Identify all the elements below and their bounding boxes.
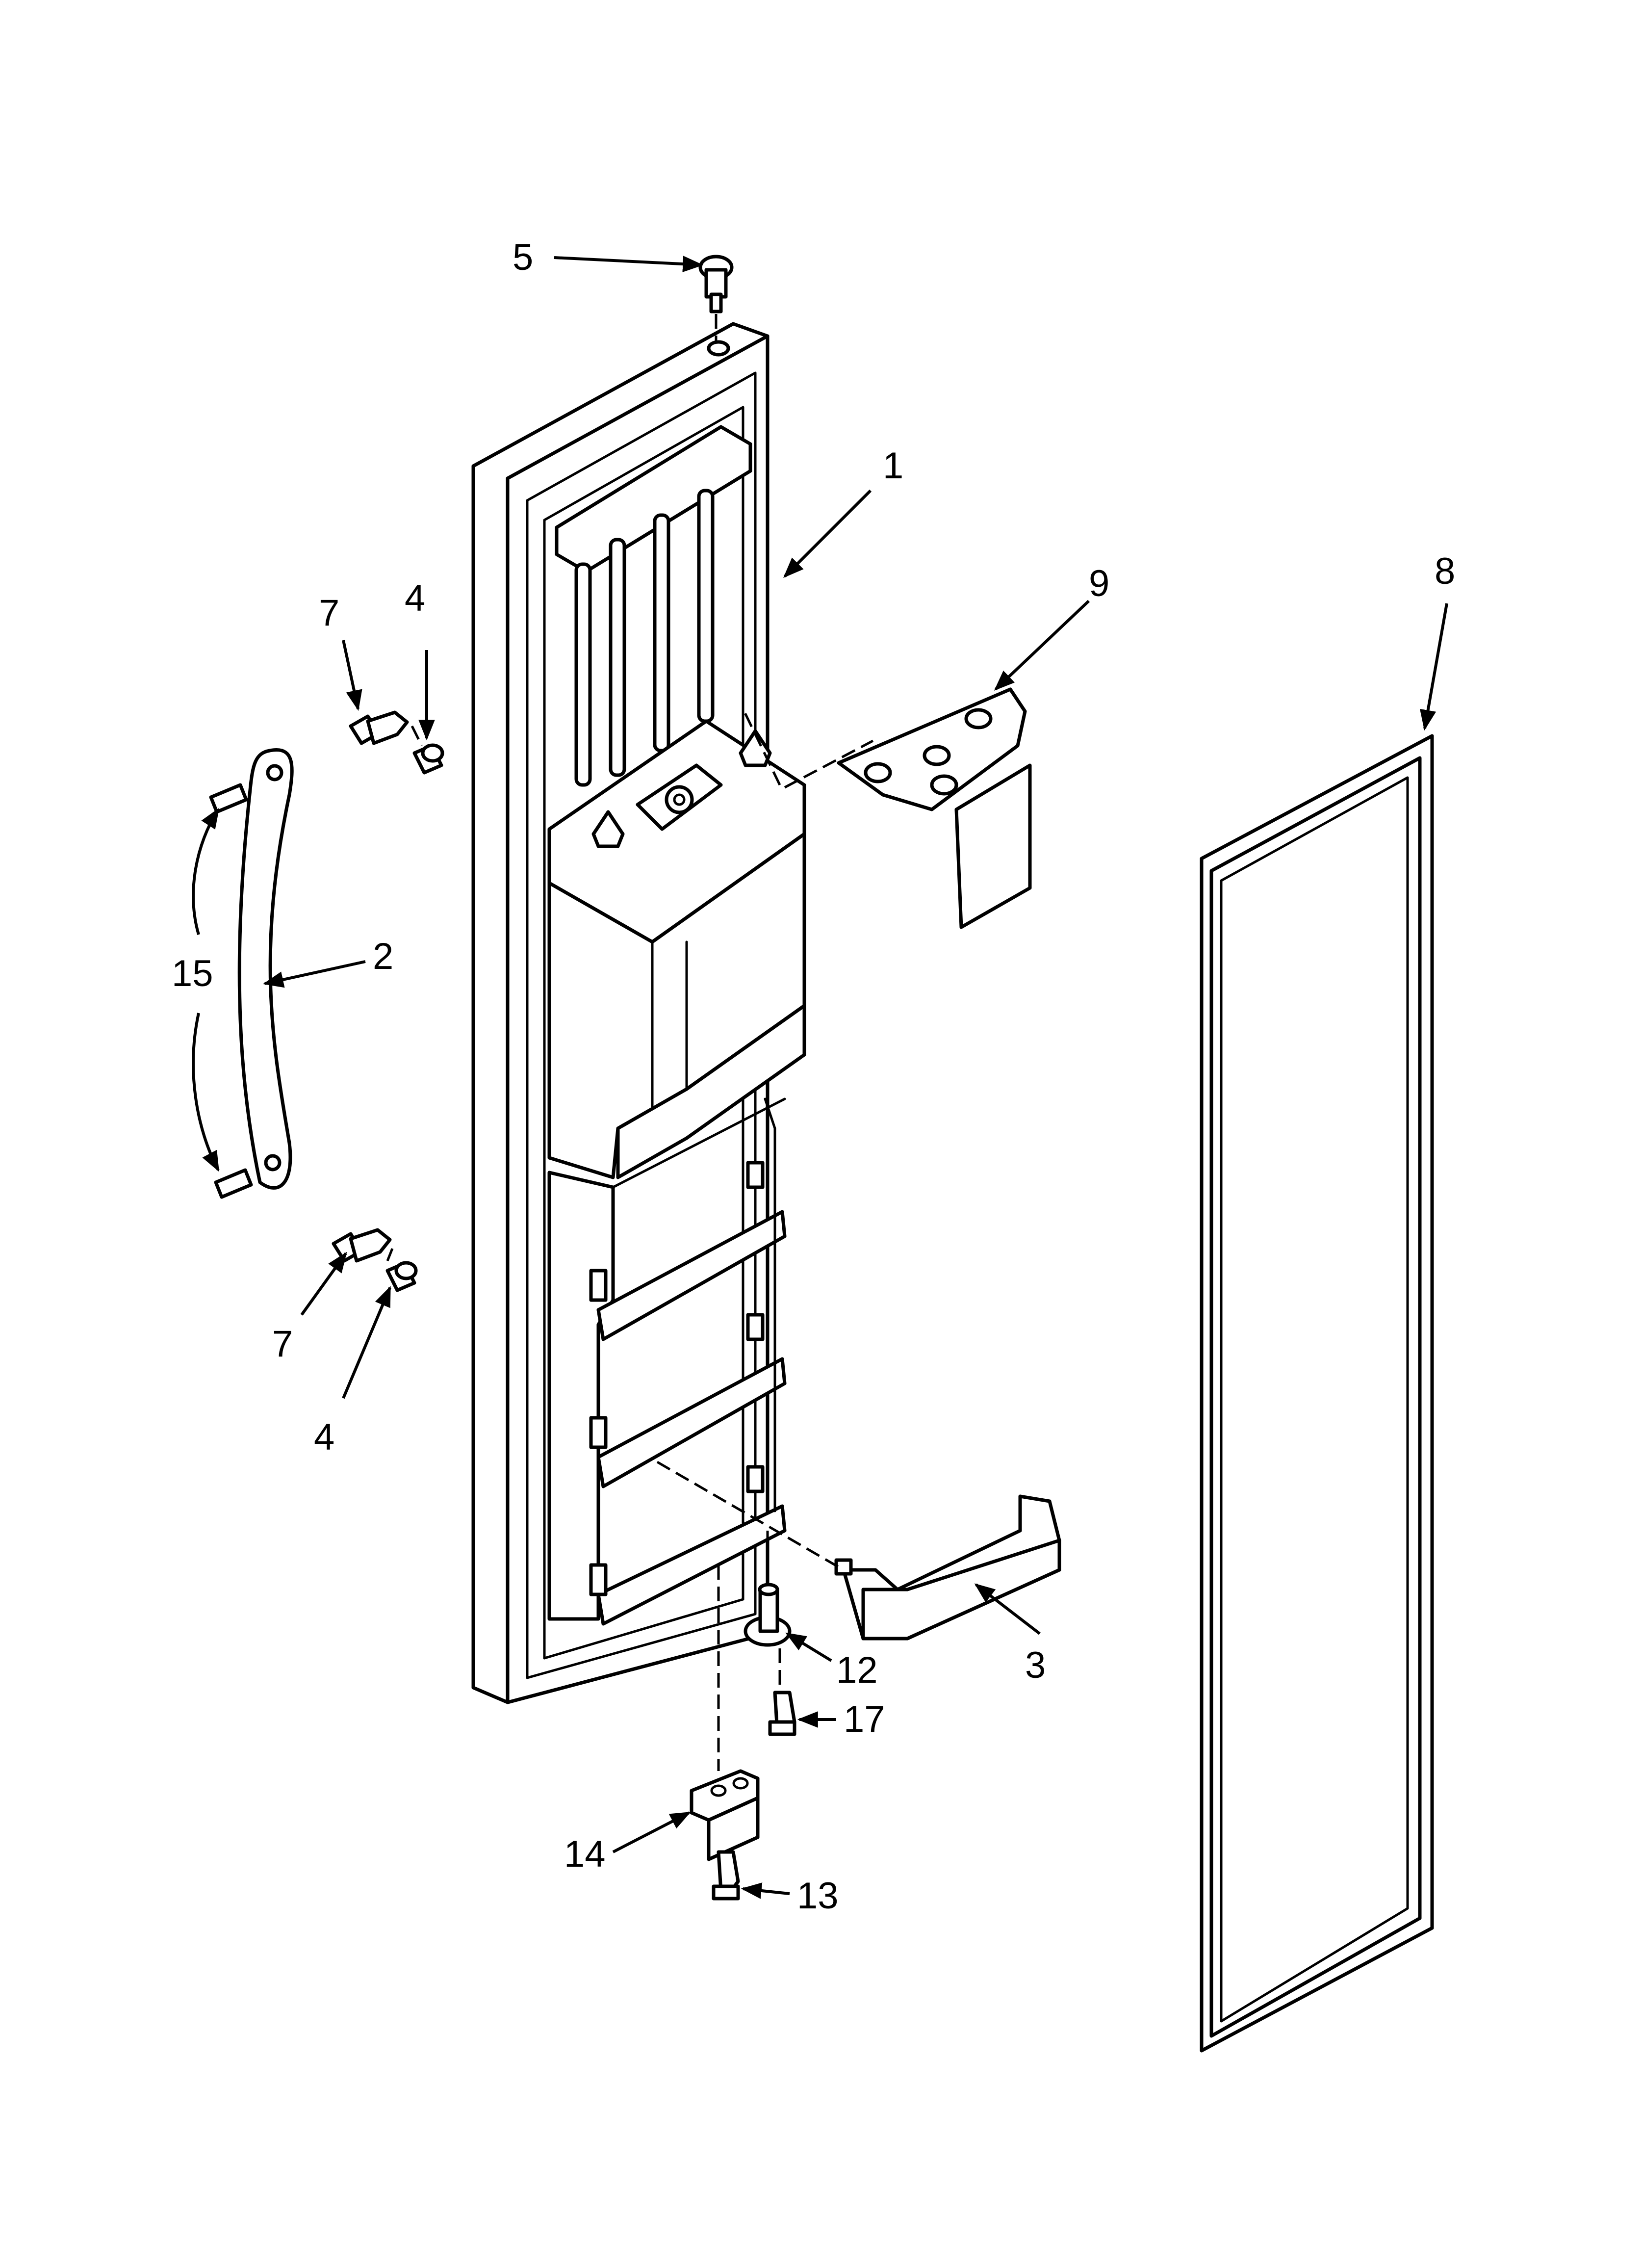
- callout-3: 3: [1025, 1644, 1046, 1686]
- callout-14: 14: [564, 1833, 606, 1875]
- callout-12: 12: [836, 1649, 878, 1691]
- part-13-screw: [712, 1850, 740, 1901]
- part-3-dashline: [656, 1460, 845, 1571]
- callout-labels: 5 1 9 8 7 4 2 15 7 4 3 12 17 14 13: [172, 236, 1455, 1917]
- callout-4-bottom: 4: [314, 1416, 334, 1458]
- callout-7-top: 7: [319, 592, 339, 634]
- part-9-dashline: [784, 739, 874, 789]
- part-4-spacer-bottom: [385, 1261, 418, 1292]
- part-2-handle: [237, 748, 294, 1190]
- leader-lines: [192, 256, 1448, 1899]
- part-9-bracket: [837, 687, 1032, 929]
- part-4-spacer-top: [412, 743, 444, 775]
- callout-2: 2: [373, 936, 393, 977]
- part-9-dashline-b: [742, 708, 781, 786]
- part-7-screw-top: [349, 710, 409, 745]
- door-panel: [471, 322, 806, 1704]
- part-15-studs: [209, 783, 253, 1199]
- door-bins: [547, 1097, 787, 1626]
- callout-9: 9: [1089, 563, 1109, 604]
- part-3-bin: [834, 1494, 1061, 1641]
- part-7-screw-bottom: [332, 1228, 392, 1263]
- callout-13: 13: [797, 1875, 839, 1917]
- callout-4-top: 4: [405, 577, 425, 619]
- part-7-dash-top: [410, 725, 423, 747]
- callout-7-bottom: 7: [272, 1323, 293, 1365]
- part-7-dash-bottom: [386, 1248, 394, 1261]
- callout-17: 17: [844, 1698, 885, 1740]
- part-12-hinge-pin: [744, 1583, 792, 1647]
- callout-1: 1: [883, 445, 903, 487]
- callout-8: 8: [1435, 550, 1455, 592]
- callout-5: 5: [513, 236, 533, 278]
- part-5-bushing: [698, 255, 734, 313]
- part-8-gasket: [1200, 734, 1434, 2053]
- part-14-hinge-bracket: [690, 1769, 760, 1861]
- callout-15: 15: [172, 953, 213, 994]
- part-17-screw: [768, 1691, 796, 1736]
